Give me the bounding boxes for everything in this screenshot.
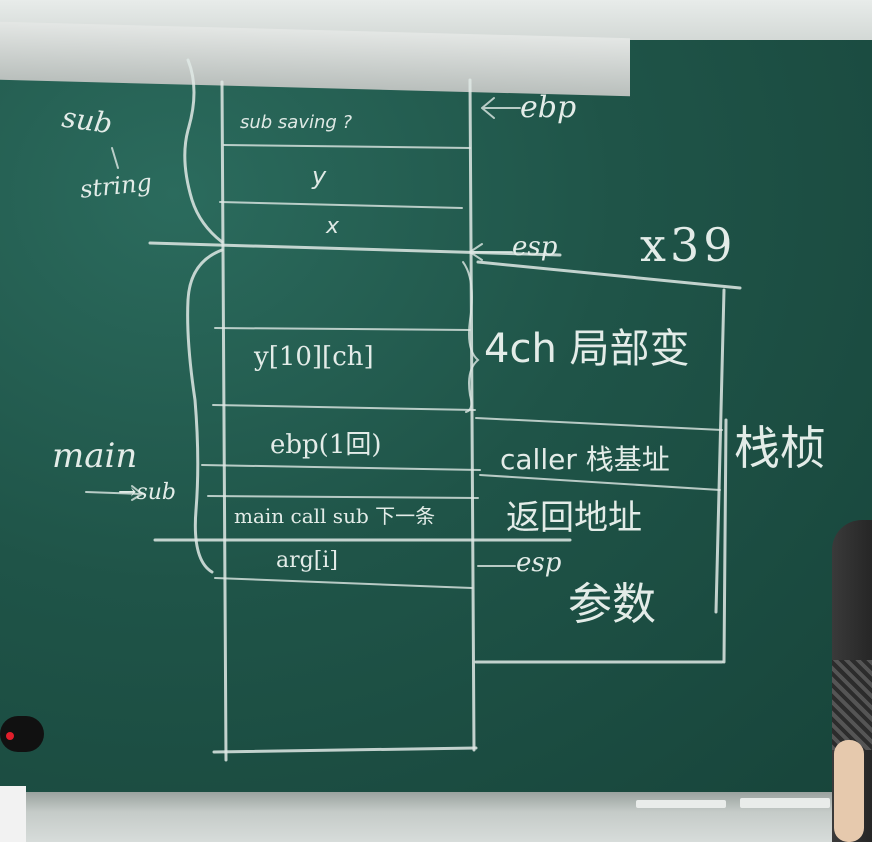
person-shirt — [832, 660, 872, 750]
stack-left-edge — [220, 80, 228, 762]
annotation-stack-frame: 栈桢 — [734, 421, 826, 475]
annotation-box-right-2 — [722, 418, 728, 664]
divider-4 — [212, 404, 476, 411]
annotation-return-addr: 返回地址 — [506, 498, 642, 538]
pointer-esp-bottom: esp — [516, 548, 562, 578]
microphone-light — [6, 732, 14, 740]
divider-1 — [223, 144, 471, 149]
stack-bottom-edge — [212, 746, 478, 754]
label-main: main — [52, 436, 138, 476]
pointer-ebp: ebp — [520, 90, 577, 125]
cell-sub-saving: sub saving ? — [240, 112, 353, 133]
person-hand — [834, 740, 864, 842]
cell-array: y[10][ch] — [254, 342, 374, 372]
stack-right-edge — [468, 78, 476, 752]
annotation-caller-base: caller 栈基址 — [500, 443, 670, 476]
sub-brace — [183, 58, 224, 244]
divider-6 — [207, 495, 479, 499]
cell-x: x — [326, 214, 340, 239]
main-to-sub-arrow — [85, 485, 144, 501]
divider-2 — [219, 201, 463, 209]
pointer-register: x39 — [640, 218, 737, 272]
divider-7 — [214, 577, 473, 589]
divider-5 — [201, 464, 481, 471]
annotation-box-top — [476, 260, 742, 290]
annotation-params: 参数 — [568, 579, 656, 630]
pointer-esp-top: esp — [512, 232, 558, 262]
string-tick — [111, 147, 119, 169]
cell-ebp: ebp(1回) — [270, 430, 382, 460]
main-brace — [186, 248, 224, 574]
annotation-box-right — [714, 288, 726, 614]
cell-arg: arg[i] — [276, 548, 338, 573]
esp-top-arrow — [469, 243, 513, 261]
label-sub: sub — [59, 100, 115, 141]
person — [832, 520, 872, 842]
cell-y: y — [312, 162, 327, 190]
eraser — [740, 798, 830, 808]
cell-return: main call sub 下一条 — [234, 504, 436, 528]
annotation-divider-2 — [479, 474, 721, 491]
annotation-divider-1 — [475, 417, 723, 431]
ebp-arrow — [481, 97, 521, 119]
chalk-rail — [0, 792, 872, 842]
frame-boundary — [148, 241, 562, 257]
annotation-locals: 4ch 局部变 — [484, 326, 690, 372]
wall-corner — [0, 786, 26, 842]
divider-3 — [214, 327, 471, 331]
label-arrow-sub: →sub — [118, 480, 176, 505]
chalk-piece — [636, 800, 726, 808]
locals-brace — [462, 261, 480, 413]
